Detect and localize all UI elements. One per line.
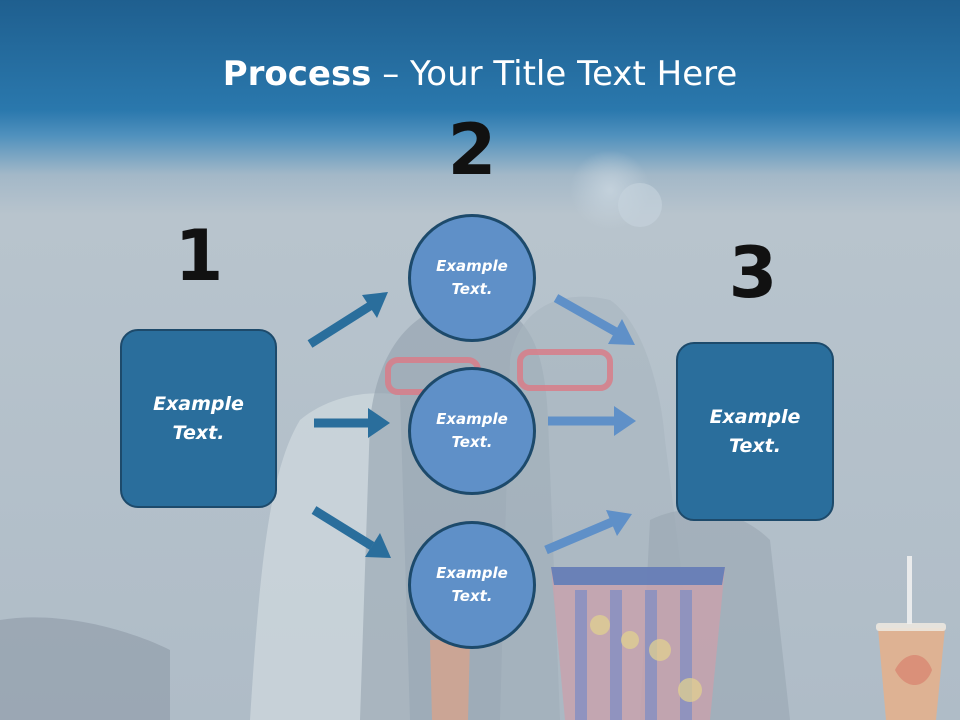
- title-bold-part: Process: [222, 54, 372, 94]
- process-box-left-line2: Text.: [172, 421, 225, 444]
- arrow-top-to-right: [553, 294, 635, 345]
- process-box-right-line2: Text.: [729, 434, 781, 457]
- arrow-left-to-bottom: [311, 506, 391, 558]
- step-number-1: 1: [174, 215, 224, 297]
- process-circle-middle-line2: Text.: [451, 433, 493, 451]
- process-circle-bottom-line1: Example: [436, 564, 508, 582]
- step-number-2: 2: [447, 109, 497, 191]
- slide-title: Process – Your Title Text Here: [0, 52, 960, 96]
- title-rest-part: – Your Title Text Here: [371, 54, 738, 94]
- process-box-left-line1: Example: [153, 392, 244, 415]
- process-box-right-line1: Example: [709, 405, 801, 428]
- arrow-left-to-middle: [314, 408, 390, 438]
- process-circle-top-line1: Example: [436, 257, 508, 275]
- process-circle-top-line2: Text.: [451, 280, 493, 298]
- arrow-left-to-top: [307, 292, 388, 348]
- step-number-3: 3: [728, 232, 778, 314]
- arrow-middle-to-right: [548, 406, 636, 436]
- process-circle-bottom-line2: Text.: [451, 587, 493, 605]
- arrow-bottom-to-right: [544, 510, 632, 555]
- process-circle-middle-line1: Example: [436, 410, 508, 428]
